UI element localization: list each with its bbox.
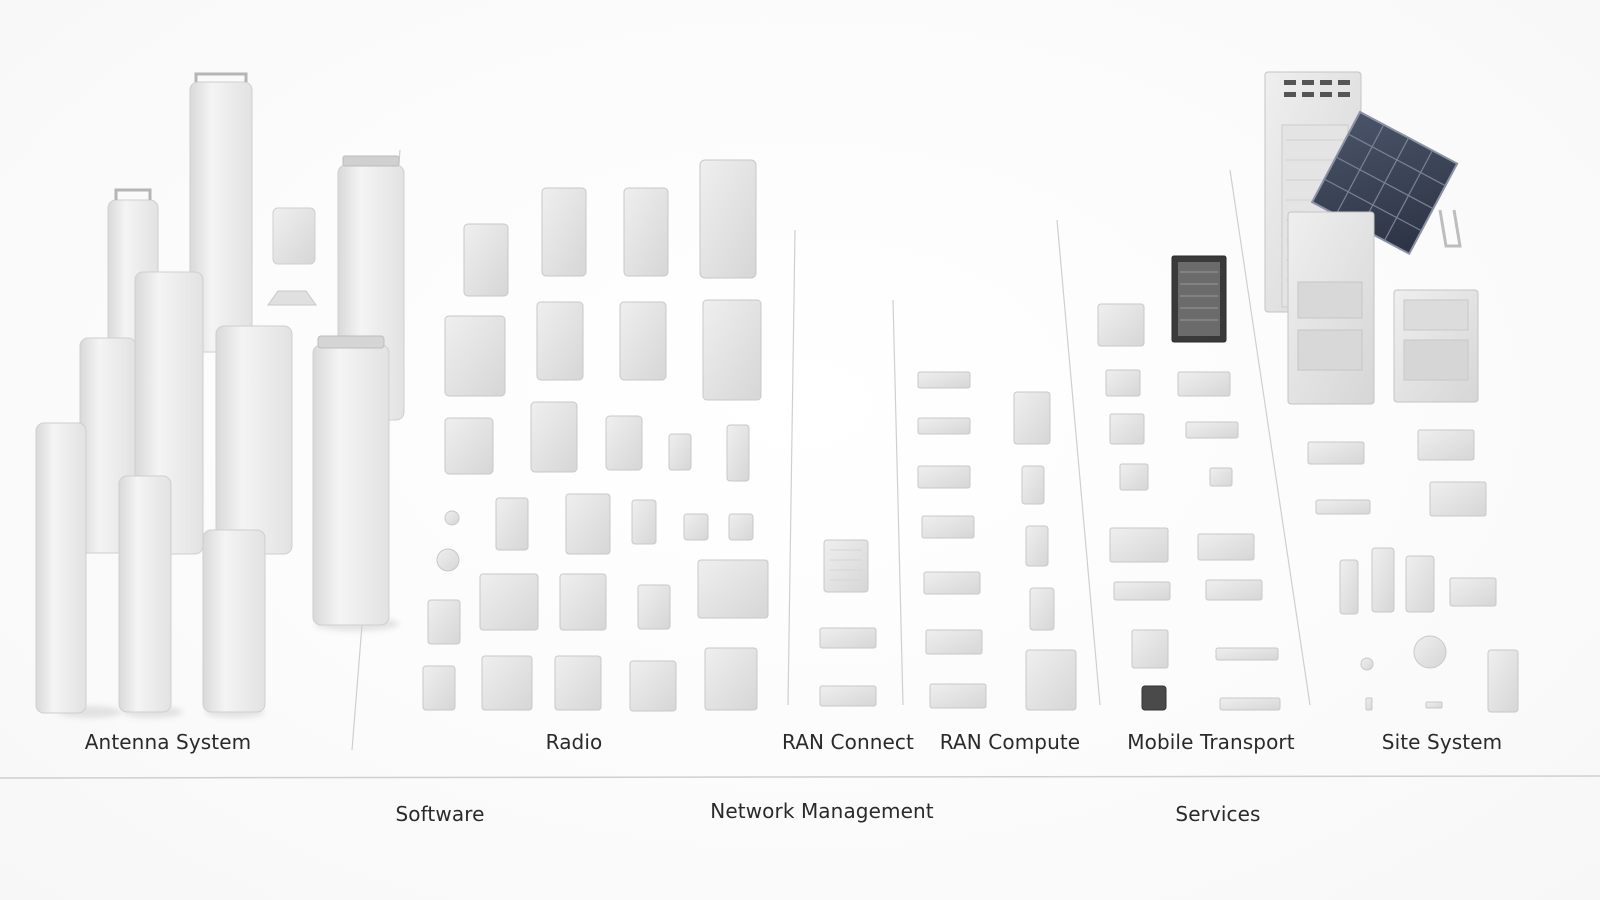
category-label-ran-compute: RAN Compute xyxy=(939,730,1081,754)
floor-line xyxy=(0,775,1600,779)
category-label-mobile-transport: Mobile Transport xyxy=(1127,730,1295,754)
category-label-site-system: Site System xyxy=(1381,730,1503,754)
layer-label-network-management: Network Management xyxy=(710,799,934,823)
radio-group xyxy=(422,159,769,712)
category-label-ran-connect: RAN Connect xyxy=(782,730,914,754)
divider-radio-connect xyxy=(787,229,796,706)
layer-label-services: Services xyxy=(1175,802,1261,826)
ran-connect-group xyxy=(819,539,877,707)
antenna-system-group xyxy=(35,72,405,718)
layer-label-software: Software xyxy=(395,802,485,826)
site-system-group xyxy=(1264,71,1519,713)
ran-compute-group xyxy=(917,371,1077,711)
divider-compute-transport xyxy=(1056,219,1101,706)
category-label-radio: Radio xyxy=(545,730,603,754)
divider-transport-site xyxy=(1229,169,1311,706)
category-label-antenna-system: Antenna System xyxy=(84,730,252,754)
mobile-transport-group xyxy=(1097,255,1281,711)
divider-connect-compute xyxy=(892,299,904,706)
